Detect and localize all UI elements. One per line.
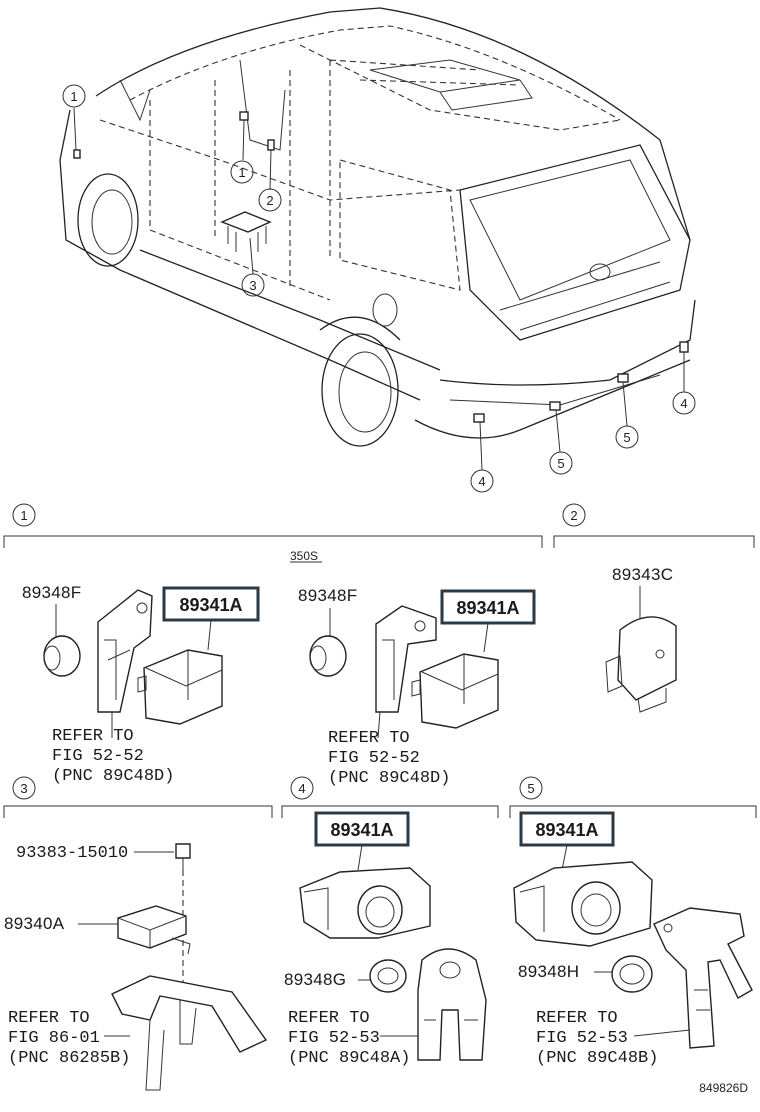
s3-refer-1: REFER TO <box>8 1009 90 1028</box>
diagram-id: 849826D <box>699 1081 748 1095</box>
s1-right-refer-2: FIG 52-52 <box>328 749 420 768</box>
s4-sensor <box>299 867 431 939</box>
s5-sensor-part: 89341A <box>535 820 598 840</box>
s4-refer-2: FIG 52-53 <box>288 1029 380 1048</box>
s2-part: 89343C <box>612 565 673 584</box>
s1-left-sensor-box: 89341A <box>162 586 260 622</box>
s1-left-bracket <box>97 589 153 713</box>
s3-ecu-part: 89340A <box>4 914 65 933</box>
s5-sensor <box>513 861 653 947</box>
s1-right-bracket-part: 89348F <box>298 586 357 605</box>
callout-3: 3 <box>241 273 265 297</box>
s1-left-refer-3: (PNC 89C48D) <box>52 767 174 786</box>
svg-text:2: 2 <box>266 193 273 208</box>
s1-right-retainer-ring <box>309 635 347 677</box>
s1-right-refer-1: REFER TO <box>328 729 410 748</box>
callout-5a: 5 <box>549 451 573 475</box>
section-5-callout: 5 <box>519 776 543 800</box>
s4-sensor-box: 89341A <box>314 811 410 847</box>
callout-4b: 4 <box>672 391 696 415</box>
s1-right-sensor-box: 89341A <box>440 589 536 625</box>
s5-ring-part: 89348H <box>518 962 579 981</box>
svg-text:1: 1 <box>238 165 245 180</box>
svg-text:1: 1 <box>20 508 27 523</box>
section-2: 2 89343C <box>553 503 755 713</box>
s4-refer-3: (PNC 89C48A) <box>288 1049 410 1068</box>
section-2-callout: 2 <box>562 503 586 527</box>
section-1-callout: 1 <box>12 503 36 527</box>
callout-2: 2 <box>258 188 282 212</box>
s1-left-sensor-part: 89341A <box>179 595 242 615</box>
s4-refer-1: REFER TO <box>288 1009 370 1028</box>
s3-bolt-part: 93383-15010 <box>16 844 128 863</box>
section-3-callout: 3 <box>12 776 36 800</box>
s3-ecu <box>117 905 191 955</box>
svg-text:5: 5 <box>557 456 564 471</box>
s3-bracket <box>111 975 268 1091</box>
s5-sensor-box: 89341A <box>519 811 615 847</box>
s5-bracket <box>653 907 753 1049</box>
variant-label: 350S <box>290 549 318 563</box>
callout-1a: 1 <box>62 84 86 108</box>
callout-1b: 1 <box>230 160 254 184</box>
svg-text:3: 3 <box>249 278 256 293</box>
s1-right-sensor <box>411 653 499 729</box>
s1-left-bracket-part: 89348F <box>22 583 81 602</box>
s1-right-sensor-part: 89341A <box>456 598 519 618</box>
svg-text:4: 4 <box>298 781 305 796</box>
s5-retainer-ring <box>611 955 653 993</box>
s3-refer-2: FIG 86-01 <box>8 1029 100 1048</box>
s5-refer-1: REFER TO <box>536 1009 618 1028</box>
s1-left-refer-1: REFER TO <box>52 727 134 746</box>
s1-left-refer-2: FIG 52-52 <box>52 747 144 766</box>
s4-retainer-ring <box>369 959 407 993</box>
svg-text:3: 3 <box>20 781 27 796</box>
s1-left-retainer-ring <box>43 635 81 677</box>
s4-bracket <box>417 948 487 1061</box>
s5-refer-3: (PNC 89C48B) <box>536 1049 658 1068</box>
svg-text:4: 4 <box>478 474 485 489</box>
s3-refer-3: (PNC 86285B) <box>8 1049 130 1068</box>
vehicle-illustration: 1 1 2 3 4 5 5 4 <box>59 7 696 493</box>
svg-text:5: 5 <box>527 781 534 796</box>
section-3: 3 93383-15010 89340A REFER TO FIG 86-01 … <box>3 776 273 1091</box>
s4-ring-part: 89348G <box>284 970 346 989</box>
section-4: 4 89341A 89348G REFER TO FIG 52-53 (PNC … <box>281 776 499 1068</box>
section-5: 5 89341A 89348H REFER TO FIG 52-53 (PNC … <box>509 776 757 1068</box>
s4-sensor-part: 89341A <box>330 820 393 840</box>
callout-5b: 5 <box>615 425 639 449</box>
svg-text:4: 4 <box>680 396 687 411</box>
s2-sensor <box>605 616 677 713</box>
svg-text:1: 1 <box>70 89 77 104</box>
section-1: 1 350S 89348F 89341A REFER TO FIG 52-52 <box>3 503 543 788</box>
s1-right-refer-3: (PNC 89C48D) <box>328 769 450 788</box>
s1-left-sensor <box>137 649 223 725</box>
svg-text:2: 2 <box>570 508 577 523</box>
s3-bolt <box>175 843 191 870</box>
callout-4a: 4 <box>470 469 494 493</box>
section-4-callout: 4 <box>290 776 314 800</box>
s5-refer-2: FIG 52-53 <box>536 1029 628 1048</box>
svg-text:5: 5 <box>623 430 630 445</box>
